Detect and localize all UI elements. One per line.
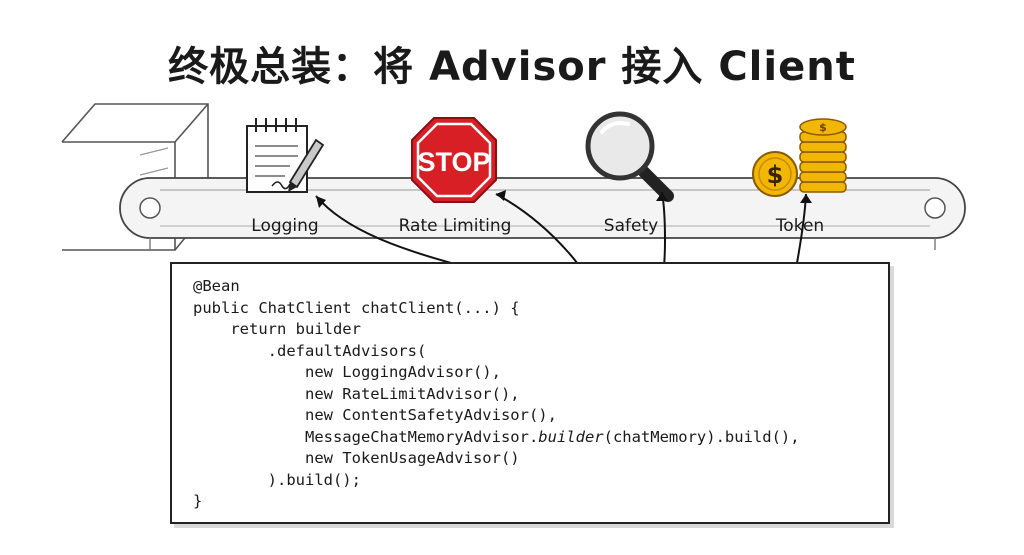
coin-symbol-top: $ <box>819 121 827 134</box>
code-line: new LoggingAdvisor(), <box>193 363 501 381</box>
stop-sign-text: STOP <box>417 147 490 177</box>
page-title: 终极总装：将 Advisor 接入 Client <box>168 44 856 90</box>
code-line: new ContentSafetyAdvisor(), <box>193 406 557 424</box>
coin-symbol-front: $ <box>767 161 784 189</box>
coin-stack-icon: $ $ <box>752 118 847 197</box>
conveyor-belt <box>119 177 966 250</box>
station-label-logging: Logging <box>251 216 319 236</box>
code-block: @Bean public ChatClient chatClient(...) {… <box>193 276 800 513</box>
code-line: return builder <box>193 320 361 338</box>
code-line: MessageChatMemoryAdvisor.builder(chatMem… <box>193 427 800 446</box>
code-italic-method: builder <box>538 427 604 446</box>
code-line: .defaultAdvisors( <box>193 341 427 360</box>
notepad-pencil-icon <box>246 118 325 193</box>
code-line: ).build(); <box>193 470 361 489</box>
station-label-safety: Safety <box>603 216 659 236</box>
code-line: new TokenUsageAdvisor() <box>193 449 520 467</box>
code-panel <box>170 262 890 524</box>
code-line: @Bean <box>193 277 240 295</box>
magnifying-glass-icon <box>585 111 674 202</box>
station-label-rate-limiting: Rate Limiting <box>398 216 512 236</box>
stop-sign-icon: STOP <box>411 117 497 203</box>
code-line: new RateLimitAdvisor(), <box>193 384 520 403</box>
station-label-token: Token <box>775 216 825 236</box>
code-line: } <box>193 492 203 510</box>
code-line: public ChatClient chatClient(...) { <box>193 298 520 317</box>
